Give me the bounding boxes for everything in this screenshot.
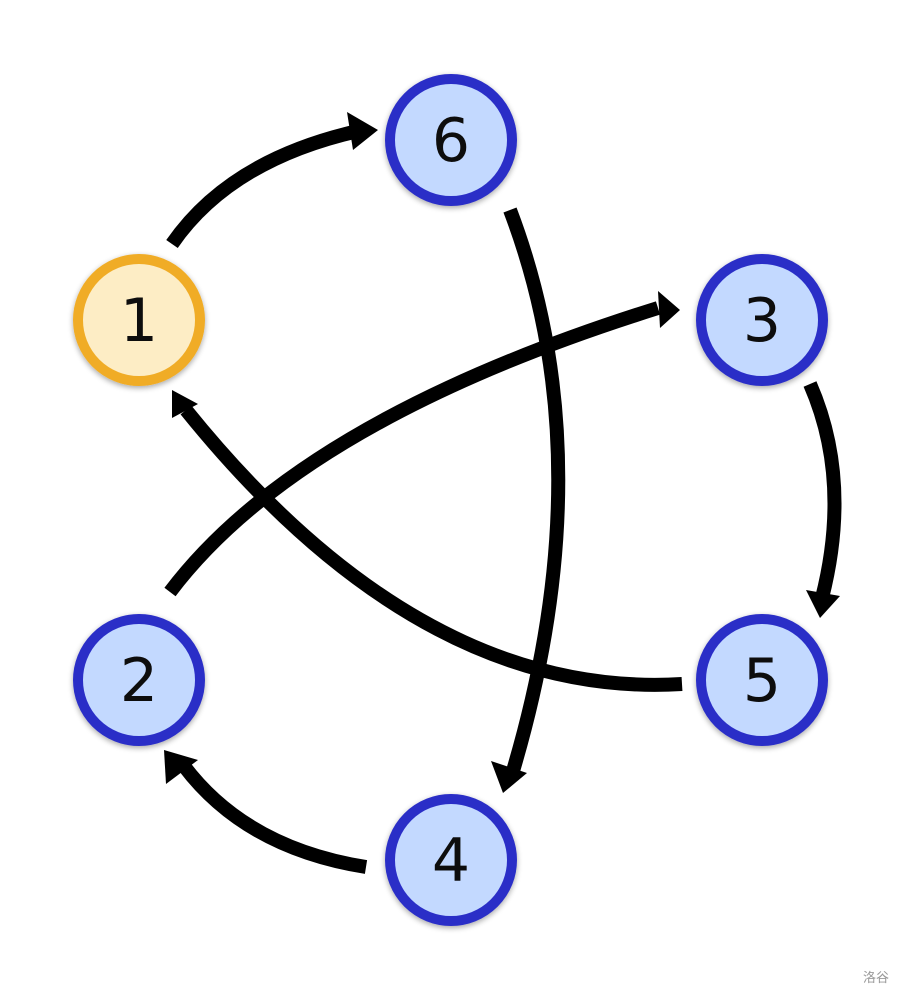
edge-2-to-3: [164, 301, 661, 597]
node-2[interactable]: 2: [73, 614, 205, 746]
arrowhead-edge-4-to-2: [164, 750, 198, 784]
edges: [164, 112, 842, 874]
node-3-label: 3: [743, 286, 781, 356]
node-6-label: 6: [432, 106, 470, 176]
arrowhead-edge-1-to-6: [347, 112, 378, 150]
node-1-label: 1: [120, 286, 158, 356]
arrowhead-edge-6-to-4: [491, 761, 527, 793]
node-5-circle: [696, 614, 828, 746]
nodes: 1 2 3 4 5 6: [73, 74, 828, 926]
node-6-circle: [385, 74, 517, 206]
node-1[interactable]: 1: [73, 254, 205, 386]
watermark-logo: 洛谷: [862, 971, 889, 986]
node-3[interactable]: 3: [696, 254, 828, 386]
node-5[interactable]: 5: [696, 614, 828, 746]
arrowhead-edge-5-to-1: [172, 390, 198, 418]
node-4-circle: [385, 794, 517, 926]
edge-1-to-6: [166, 124, 360, 248]
node-3-circle: [696, 254, 828, 386]
arrowhead-edge-2-to-3: [658, 291, 680, 328]
node-1-circle: [73, 254, 205, 386]
node-6[interactable]: 6: [385, 74, 517, 206]
node-4[interactable]: 4: [385, 794, 517, 926]
edge-3-to-5: [803, 381, 842, 600]
node-4-label: 4: [432, 826, 470, 896]
edge-6-to-4: [503, 207, 566, 773]
node-2-label: 2: [120, 646, 158, 716]
edge-5-to-1: [180, 405, 683, 692]
node-5-label: 5: [743, 646, 781, 716]
edge-4-to-2: [178, 761, 368, 874]
node-2-circle: [73, 614, 205, 746]
arrowhead-edge-3-to-5: [806, 590, 840, 618]
